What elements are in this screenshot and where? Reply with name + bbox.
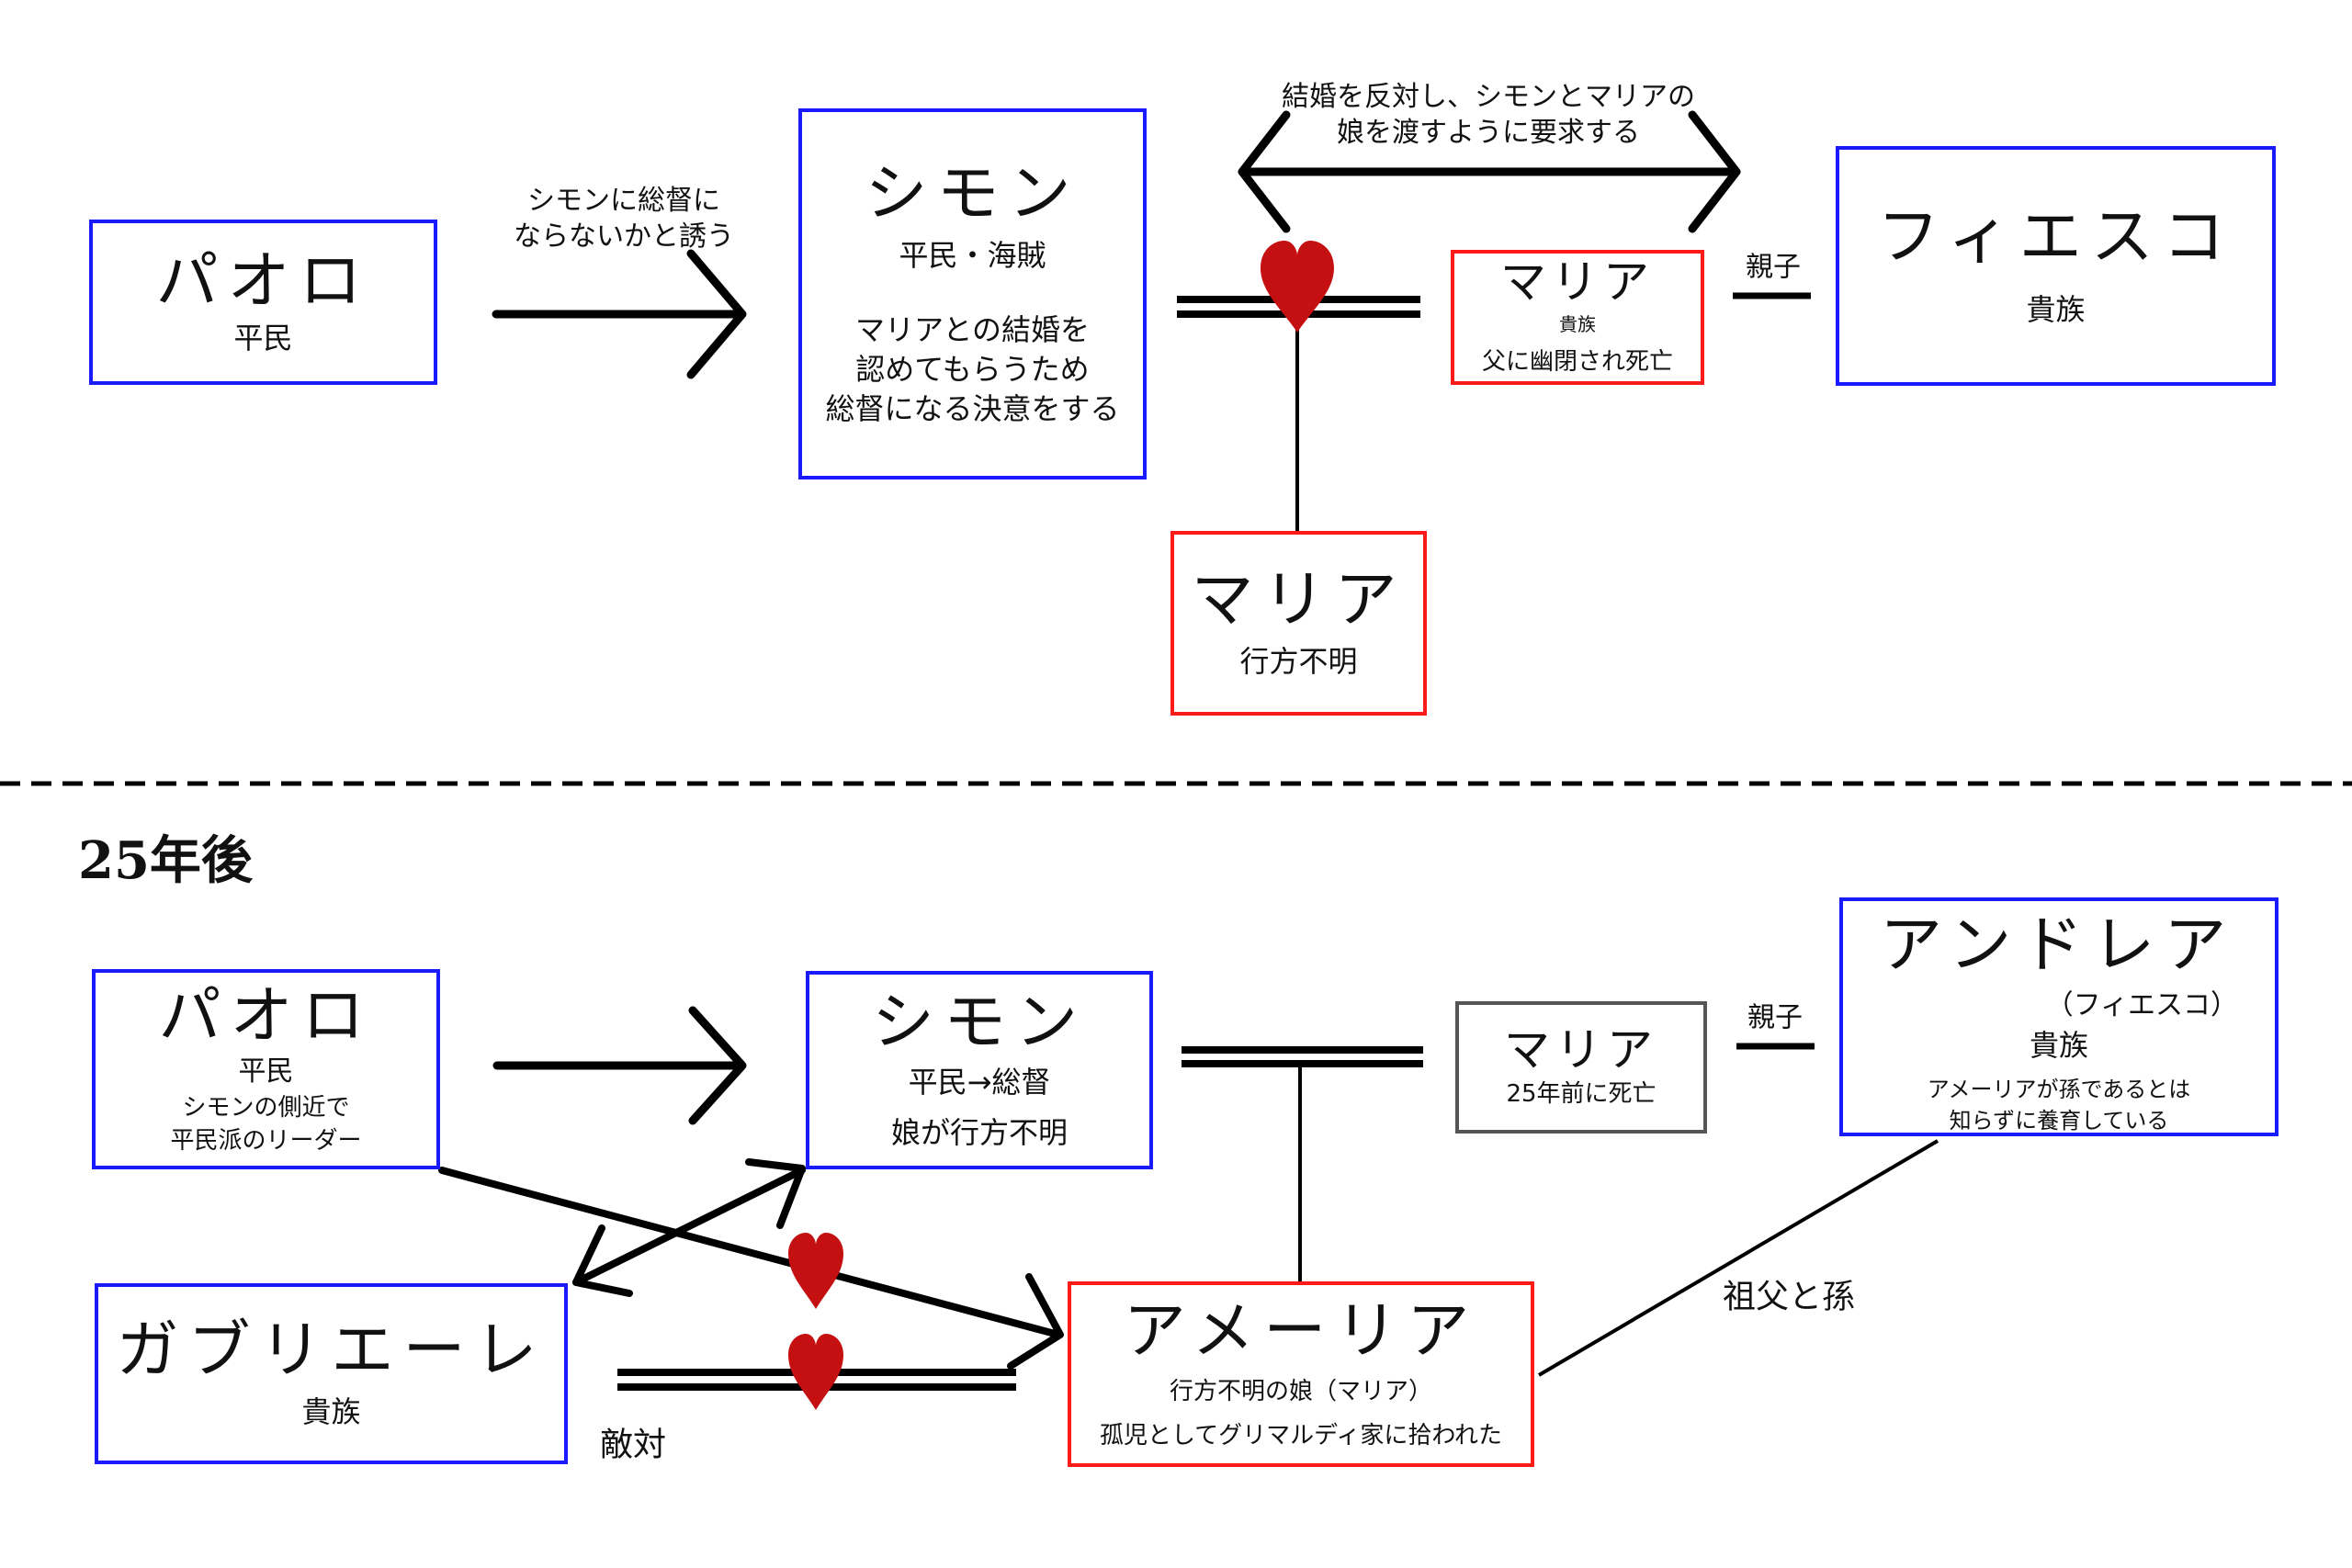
character-simon[interactable]: シモン 平民・海賊 マリアとの結婚を 認めてもらうため 総督になる決意をする [798, 108, 1147, 479]
character-amelia[interactable]: アメーリア 行方不明の娘（マリア） 孤児としてグリマルディ家に拾われた [1068, 1281, 1534, 1467]
character-note: 父に幽閉され死亡 [1481, 347, 1673, 376]
character-status: 平民 [233, 320, 293, 355]
relation-label-dispute: 結婚を反対し、シモンとマリアの 娘を渡すように要求する [1282, 81, 1695, 149]
character-name: アメーリア [1123, 1294, 1479, 1368]
marriage-line-bottom [1182, 1046, 1423, 1067]
character-note: 娘が行方不明 [890, 1115, 1068, 1151]
character-status: 平民→総督 [908, 1064, 1051, 1100]
character-name: フィエスコ [1877, 200, 2234, 274]
character-maria-deceased[interactable]: マリア 25年前に死亡 [1455, 1001, 1707, 1134]
character-status: 貴族 [2029, 1028, 2088, 1064]
character-status: 行方不明 [1239, 644, 1358, 679]
relation-label-rivalry: 敵対 [599, 1426, 667, 1464]
character-status: 貴族 [2026, 292, 2086, 327]
character-name: パオロ [158, 979, 374, 1053]
heart-icon [788, 1334, 843, 1410]
character-maria[interactable]: マリア 貴族 父に幽閉され死亡 [1451, 250, 1704, 385]
double-arrow-dispute [1238, 110, 1741, 233]
character-note: 知らずに養育している [1949, 1107, 2169, 1134]
character-status: 貴族 [301, 1394, 361, 1429]
character-note: シモンの側近で [182, 1093, 350, 1122]
character-name: パオロ [155, 245, 371, 319]
character-name: シモン [871, 986, 1087, 1059]
character-daughter-maria[interactable]: マリア 行方不明 [1170, 531, 1427, 716]
arrow-paolo-to-amelia [438, 1167, 1064, 1370]
character-name: マリア [1191, 563, 1407, 637]
arrow-paolo-to-simon [492, 249, 747, 379]
character-status: 貴族 [1559, 312, 1596, 335]
relation-label-invite: シモンに総督に ならないかと誘う [514, 185, 734, 253]
character-note: マリアとの結婚を 認めてもらうため 総督になる決意をする [825, 311, 1120, 427]
character-simon-later[interactable]: シモン 平民→総督 娘が行方不明 [806, 971, 1153, 1169]
double-arrow-gabriele-simon [572, 1158, 806, 1297]
character-name: アンドレア [1880, 909, 2236, 982]
relation-label-parent-child-later: 親子 [1747, 1001, 1803, 1034]
character-gabriele[interactable]: ガブリエーレ 貴族 [95, 1283, 568, 1464]
character-note: 行方不明の娘（マリア） [1169, 1377, 1432, 1405]
grandparent-line [1537, 1139, 1939, 1377]
character-name: シモン [865, 157, 1080, 231]
character-note: アメーリアが孫であるとは [1927, 1077, 2191, 1103]
character-name: ガブリエーレ [116, 1314, 547, 1387]
character-status: 平民・海賊 [899, 237, 1046, 273]
character-status: 平民 [238, 1055, 294, 1088]
heart-icon [788, 1233, 843, 1309]
character-andrea[interactable]: アンドレア （フィエスコ） 貴族 アメーリアが孫であるとは 知らずに養育している [1839, 897, 2278, 1136]
relation-label-grandparent: 祖父と孫 [1722, 1278, 1856, 1316]
character-paolo[interactable]: パオロ 平民 [89, 220, 437, 385]
heart-icon [1261, 241, 1334, 333]
character-alias: （フィエスコ） [2045, 989, 2238, 1022]
character-note: 孤児としてグリマルディ家に拾われた [1099, 1422, 1503, 1450]
relation-label-parent-child: 親子 [1746, 251, 1801, 284]
section-heading-25-years-later: 25年後 [78, 830, 253, 891]
character-name: マリア [1500, 255, 1655, 310]
character-note: 25年前に死亡 [1506, 1079, 1657, 1108]
character-fiesco[interactable]: フィエスコ 貴族 [1836, 146, 2276, 386]
character-name: マリア [1504, 1023, 1658, 1077]
arrow-paolo-to-simon-later [492, 1006, 747, 1125]
character-note: 平民派のリーダー [170, 1127, 362, 1156]
character-paolo-later[interactable]: パオロ 平民 シモンの側近で 平民派のリーダー [92, 969, 440, 1169]
